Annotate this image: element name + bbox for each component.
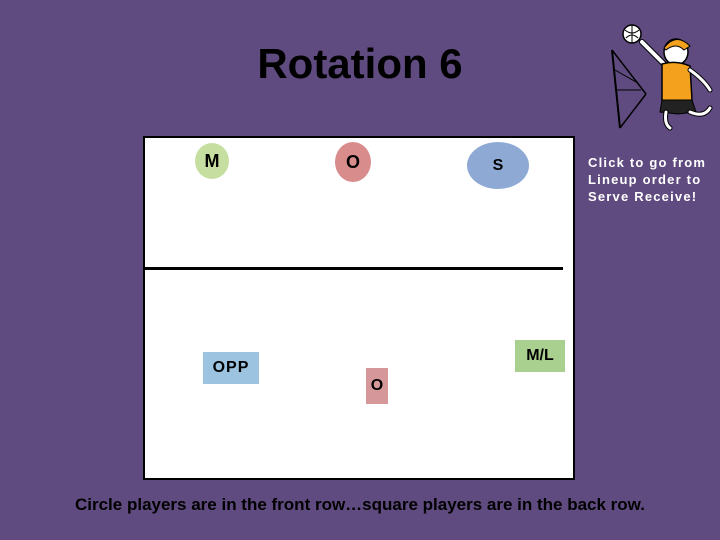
front-row-player-outside[interactable]: O [335,142,371,182]
serve-receive-link[interactable]: Click to go from Lineup order to Serve R… [588,155,707,204]
front-row-player-middle[interactable]: M [195,143,229,179]
slide-title: Rotation 6 [257,40,463,87]
front-row-player-setter[interactable]: S [467,142,529,189]
volleyball-court [143,136,575,480]
back-row-player-middle-libero[interactable]: M/L [515,340,565,372]
legend-caption: Circle players are in the front row…squa… [74,495,645,514]
court-net-line [145,267,563,270]
volleyball-player-icon [611,24,713,131]
back-row-player-outside[interactable]: O [366,368,388,404]
back-row-player-opposite[interactable]: OPP [203,352,259,384]
